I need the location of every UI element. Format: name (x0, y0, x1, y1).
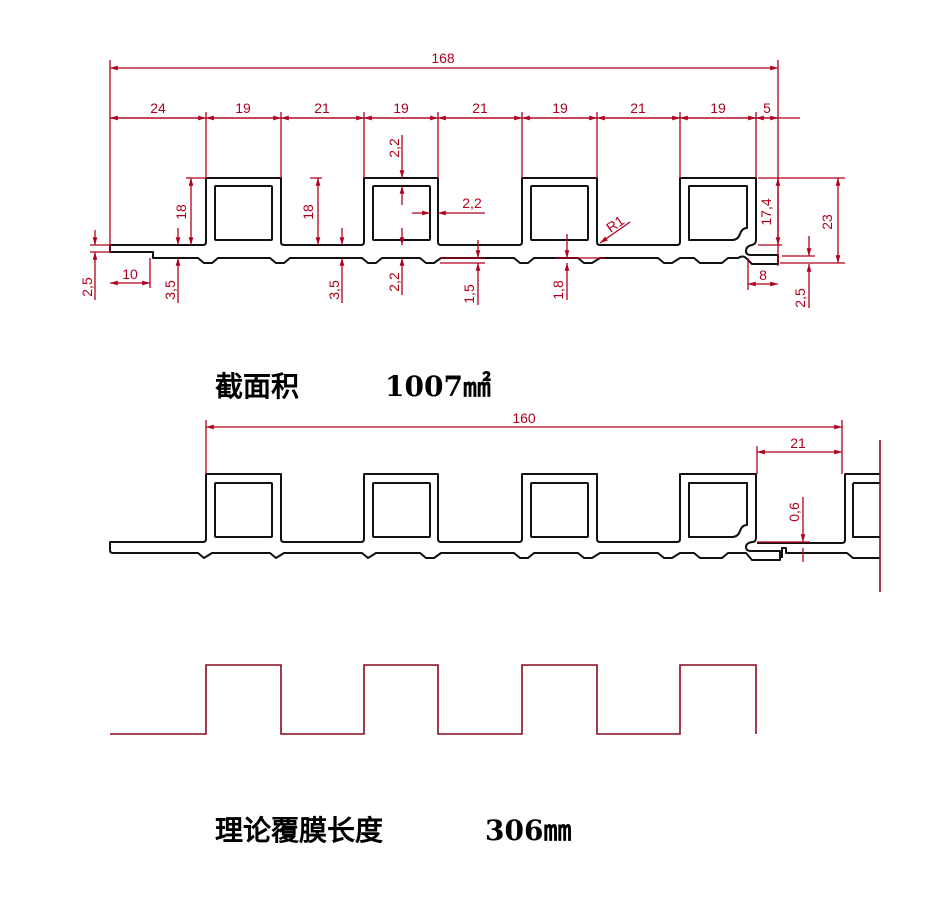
dim-segment: 19 (552, 100, 568, 116)
dim-segment: 21 (630, 100, 646, 116)
dimensions-assembly: 160 21 0,6 (205, 410, 843, 562)
dim-gap: 0,6 (786, 502, 802, 522)
dim-inner-height: 17,4 (758, 198, 774, 225)
dim-wall-top: 2,2 (386, 138, 402, 158)
section-area-label: 截面积 (215, 370, 299, 403)
dim-effective-width: 160 (512, 410, 536, 426)
dim-strip-thickness: 2,5 (79, 277, 95, 297)
film-length-caption: 理论覆膜长度 306㎜ (215, 814, 571, 847)
assembly-profile (109, 440, 881, 592)
dim-overall-168: 168 (431, 50, 455, 66)
dim-tongue-width: 8 (759, 267, 767, 283)
film-wrap-line (110, 664, 757, 735)
cross-section-profile (109, 177, 779, 265)
dim-rib-height: 18 (300, 204, 316, 220)
dim-base: 3,5 (162, 280, 178, 300)
film-length-value: 306㎜ (485, 814, 571, 847)
dim-wall-side: 2,2 (462, 195, 482, 211)
dim-segment: 19 (710, 100, 726, 116)
dim-segment: 19 (235, 100, 251, 116)
dim-rib-height: 18 (173, 204, 189, 220)
dim-segment: 5 (763, 100, 771, 116)
dim-tongue-thickness: 2,5 (792, 288, 808, 308)
dim-total-height: 23 (819, 214, 835, 230)
section-area-caption: 截面积 1007㎟ (215, 370, 491, 403)
dim-strip-width: 10 (122, 266, 138, 282)
dim-overlap: 21 (790, 435, 806, 451)
dim-base: 3,5 (326, 280, 342, 300)
dim-segment: 21 (314, 100, 330, 116)
film-length-label: 理论覆膜长度 (215, 814, 383, 847)
dim-wall-bottom: 2,2 (386, 272, 402, 292)
dim-segment: 21 (472, 100, 488, 116)
section-area-value: 1007㎟ (385, 370, 491, 403)
dim-segment: 19 (393, 100, 409, 116)
dim-segment: 24 (150, 100, 166, 116)
dim-radius: R1 (603, 212, 627, 235)
dim-groove-depth: 1,5 (461, 284, 477, 304)
dim-groove-depth-2: 1,8 (550, 280, 566, 300)
dimensions-top: 168 24 19 21 19 21 19 21 19 5 18 18 2,2 … (79, 50, 845, 308)
